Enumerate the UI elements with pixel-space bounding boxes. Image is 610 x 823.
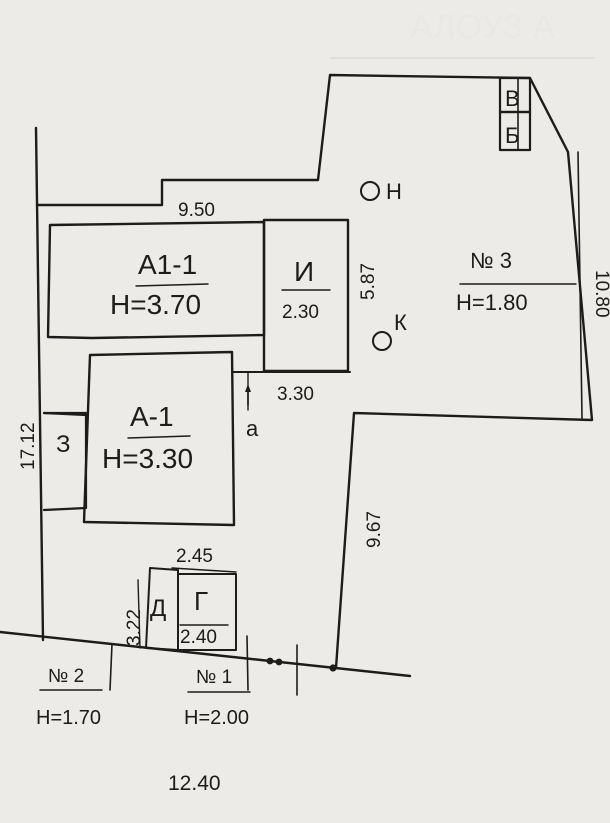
dim-line-322 xyxy=(137,579,141,649)
plot-boundary xyxy=(35,73,594,670)
well-n-label: Н xyxy=(386,179,402,204)
a-1-underline xyxy=(127,435,191,439)
well-n-icon xyxy=(360,181,380,201)
label-b: Б xyxy=(505,123,519,148)
height-a-1: H=3.30 xyxy=(102,443,193,474)
dim-967: 9.67 xyxy=(364,511,385,548)
label-g: Г xyxy=(194,586,208,616)
label-v: В xyxy=(505,86,520,111)
label-a-1: А-1 xyxy=(130,401,174,432)
label-n3: № 3 xyxy=(470,248,512,273)
dim-line-1080 xyxy=(577,151,583,419)
header-text: АЛОУЗ А xyxy=(410,8,555,46)
street-dot xyxy=(266,657,274,665)
street-tick xyxy=(246,635,249,691)
well-k-icon xyxy=(372,331,392,351)
street-dot xyxy=(329,664,337,672)
label-i: И xyxy=(294,256,314,287)
dim-950: 9.50 xyxy=(178,200,215,221)
dim-330: 3.30 xyxy=(277,384,314,405)
dim-587: 5.87 xyxy=(358,263,379,300)
street-dot xyxy=(275,658,283,666)
dim-1712: 17.12 xyxy=(18,422,39,470)
left-boundary xyxy=(34,126,45,642)
dim-322: 3.22 xyxy=(124,609,145,646)
box-b xyxy=(498,110,532,152)
street-tick xyxy=(109,643,113,691)
building-g xyxy=(177,573,237,651)
building-a-1 xyxy=(82,350,236,527)
label-n1: № 1 xyxy=(196,667,232,688)
well-k-label: К xyxy=(394,310,407,335)
label-n2: № 2 xyxy=(48,666,84,687)
height-a1-1: H=3.70 xyxy=(110,289,201,320)
dim-1080: 10.80 xyxy=(591,270,610,318)
dim-1240: 12.40 xyxy=(168,772,221,795)
dim-line-245 xyxy=(171,567,237,573)
height-i: 2.30 xyxy=(282,302,319,323)
dim-245: 2.45 xyxy=(176,546,213,567)
street-line xyxy=(0,630,412,678)
annex-z xyxy=(42,411,88,512)
height-n2: H=1.70 xyxy=(36,707,101,729)
label-a1-1: А1-1 xyxy=(138,249,197,280)
label-z: З xyxy=(56,431,71,458)
height-g: 2.40 xyxy=(180,627,217,648)
building-a1-1 xyxy=(46,220,266,340)
height-n3: H=1.80 xyxy=(456,290,528,315)
building-i xyxy=(262,218,350,373)
a1-1-underline xyxy=(135,283,209,287)
label-d: Д xyxy=(150,595,166,622)
height-n1: H=2.00 xyxy=(184,707,249,729)
entrance-label: а xyxy=(246,416,259,441)
